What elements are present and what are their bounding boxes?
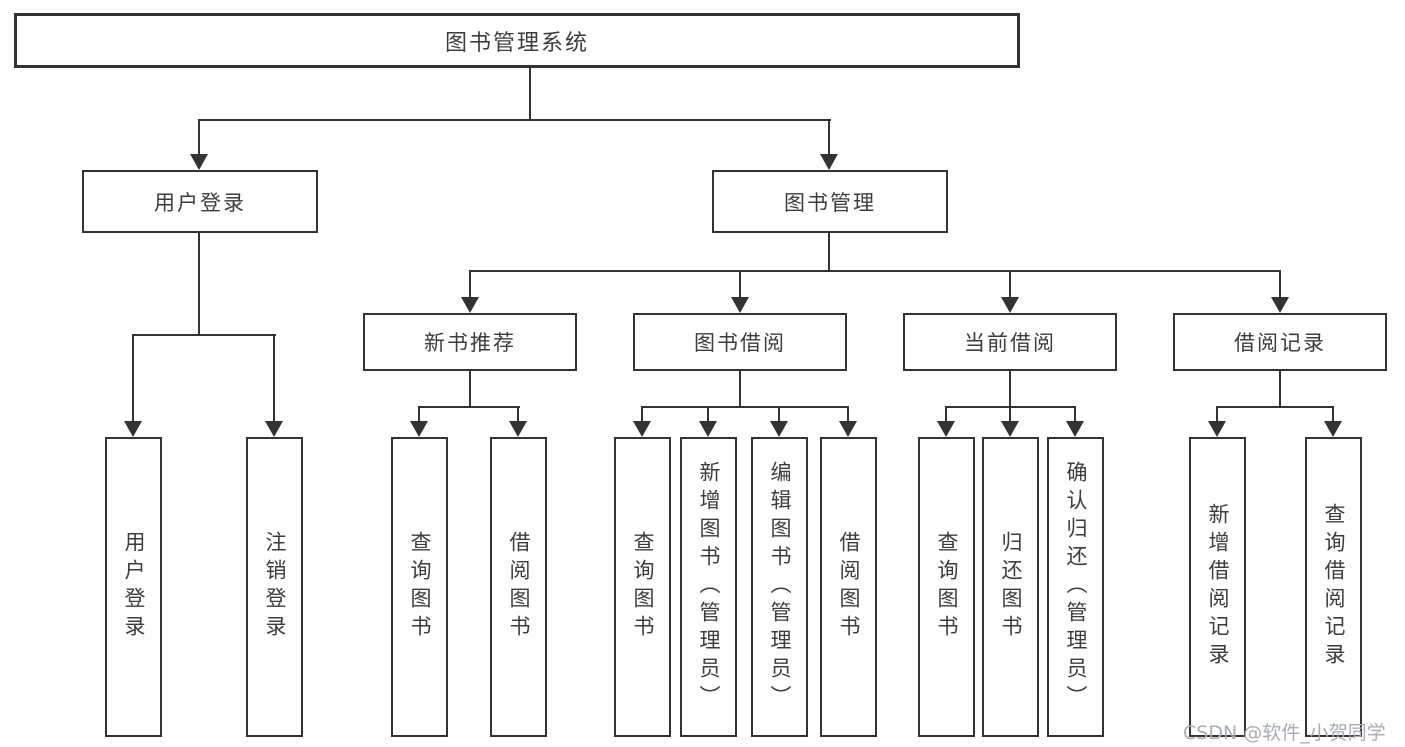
node-library-management-system: 图书管理系统	[14, 13, 1020, 68]
node-user-login-label: 用户登录	[154, 190, 246, 215]
node-book-management-label: 图书管理	[784, 190, 876, 215]
node-current-borrowing-label: 当前借阅	[964, 331, 1056, 355]
connector-line	[778, 406, 780, 421]
arrowhead-down-icon	[839, 421, 857, 437]
arrowhead-down-icon	[265, 421, 283, 437]
node-borrowing-records-label: 借阅记录	[1234, 331, 1326, 355]
node-current-query-books: 查询图书	[918, 437, 975, 737]
node-add-books-admin-label: 新增图书（管理员）	[697, 461, 721, 713]
connector-line	[198, 119, 831, 121]
connector-line	[1279, 270, 1281, 297]
node-user-login-leaf: 用户登录	[105, 437, 162, 737]
node-book-borrowing-label: 图书借阅	[694, 331, 786, 355]
arrowhead-down-icon	[124, 421, 142, 437]
arrowhead-down-icon	[937, 421, 955, 437]
connector-line	[469, 371, 471, 408]
node-borrow-borrow-books-label: 借阅图书	[837, 531, 861, 643]
node-book-management: 图书管理	[712, 170, 948, 233]
node-logout: 注销登录	[246, 437, 303, 737]
arrowhead-down-icon	[461, 297, 479, 313]
node-current-query-books-label: 查询图书	[935, 531, 959, 643]
node-rec-borrow-books-label: 借阅图书	[507, 531, 531, 643]
connector-line	[1216, 406, 1334, 408]
connector-line	[847, 406, 849, 421]
connector-line	[1074, 406, 1076, 421]
arrowhead-down-icon	[731, 297, 749, 313]
connector-line	[517, 406, 519, 421]
connector-line	[641, 406, 849, 408]
connector-line	[641, 406, 643, 421]
arrowhead-down-icon	[1271, 297, 1289, 313]
node-current-borrowing: 当前借阅	[903, 313, 1117, 371]
node-query-borrow-record: 查询借阅记录	[1305, 437, 1362, 737]
node-borrowing-records: 借阅记录	[1173, 313, 1387, 371]
connector-line	[198, 233, 200, 335]
node-confirm-return-admin: 确认归还（管理员）	[1047, 437, 1104, 737]
connector-line	[945, 406, 947, 421]
node-logout-label: 注销登录	[263, 531, 287, 643]
connector-line	[418, 406, 520, 408]
connector-line	[418, 406, 420, 421]
arrowhead-down-icon	[1001, 297, 1019, 313]
node-borrow-query-books-label: 查询图书	[631, 531, 655, 643]
node-return-books-label: 归还图书	[999, 531, 1023, 643]
connector-line	[469, 270, 1281, 272]
connector-line	[1332, 406, 1334, 421]
node-book-borrowing: 图书借阅	[633, 313, 847, 371]
node-rec-query-books: 查询图书	[391, 437, 448, 737]
connector-line	[198, 119, 200, 154]
arrowhead-down-icon	[820, 154, 838, 170]
node-new-book-recommendation-label: 新书推荐	[424, 331, 516, 355]
connector-line	[1216, 406, 1218, 421]
connector-line	[529, 68, 531, 120]
node-rec-query-books-label: 查询图书	[408, 531, 432, 643]
node-borrow-borrow-books: 借阅图书	[820, 437, 877, 737]
csdn-watermark: CSDN @软件_小贺同学	[1183, 722, 1386, 744]
connector-line	[1279, 371, 1281, 408]
node-add-borrow-record-label: 新增借阅记录	[1206, 503, 1230, 671]
node-borrow-query-books: 查询图书	[614, 437, 671, 737]
connector-line	[1009, 270, 1011, 297]
node-add-borrow-record: 新增借阅记录	[1189, 437, 1246, 737]
node-return-books: 归还图书	[982, 437, 1039, 737]
arrowhead-down-icon	[1324, 421, 1342, 437]
arrowhead-down-icon	[1001, 421, 1019, 437]
connector-line	[469, 270, 471, 297]
connector-line	[132, 334, 276, 336]
node-confirm-return-admin-label: 确认归还（管理员）	[1064, 461, 1088, 713]
connector-line	[828, 233, 830, 272]
arrowhead-down-icon	[509, 421, 527, 437]
node-new-book-recommendation: 新书推荐	[363, 313, 577, 371]
node-user-login-leaf-label: 用户登录	[122, 531, 146, 643]
connector-line	[132, 334, 134, 421]
arrowhead-down-icon	[770, 421, 788, 437]
arrowhead-down-icon	[1066, 421, 1084, 437]
connector-line	[273, 334, 275, 421]
node-add-books-admin: 新增图书（管理员）	[680, 437, 737, 737]
node-rec-borrow-books: 借阅图书	[490, 437, 547, 737]
node-user-login: 用户登录	[82, 170, 318, 233]
connector-line	[707, 406, 709, 421]
node-edit-books-admin-label: 编辑图书（管理员）	[768, 461, 792, 713]
node-edit-books-admin: 编辑图书（管理员）	[751, 437, 808, 737]
node-query-borrow-record-label: 查询借阅记录	[1322, 503, 1346, 671]
connector-line	[828, 119, 830, 154]
arrowhead-down-icon	[699, 421, 717, 437]
arrowhead-down-icon	[1208, 421, 1226, 437]
arrowhead-down-icon	[410, 421, 428, 437]
connector-line	[1009, 371, 1011, 408]
arrowhead-down-icon	[633, 421, 651, 437]
connector-line	[739, 270, 741, 297]
connector-line	[739, 371, 741, 408]
connector-line	[1009, 406, 1011, 421]
node-library-management-system-label: 图书管理系统	[444, 30, 589, 56]
arrowhead-down-icon	[190, 154, 208, 170]
